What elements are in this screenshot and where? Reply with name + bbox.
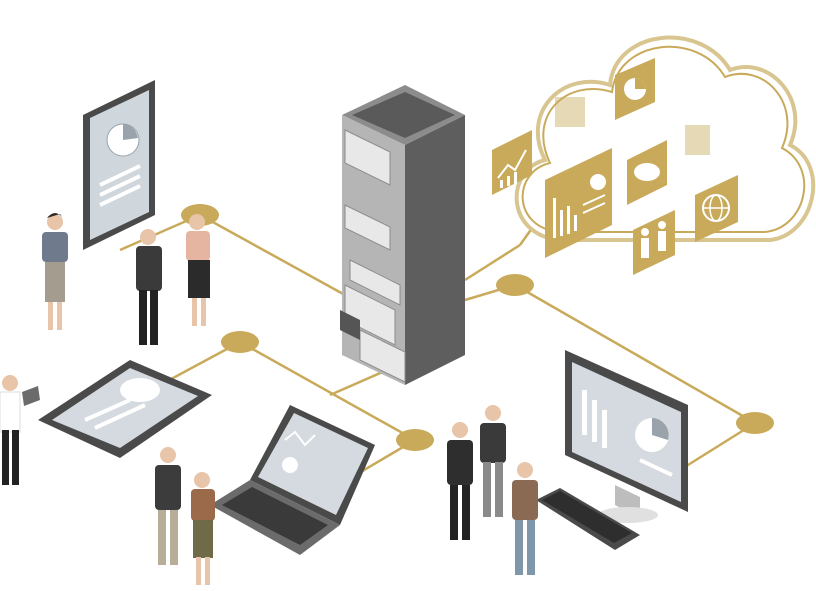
person-man-grey-suit [480, 405, 506, 517]
report-dashboard-icon [545, 148, 612, 258]
desktop-monitor [565, 350, 688, 523]
person-woman-presenting [42, 213, 68, 330]
pie-chart-icon [615, 58, 655, 120]
people-icon [633, 210, 675, 275]
piggy-bank-icon [627, 140, 667, 205]
connection-lines [119, 209, 756, 492]
flat-tablet [38, 360, 212, 458]
person-woman-phone [186, 214, 210, 326]
person-man-brown-jacket [512, 462, 538, 575]
person-man-dark-suit [136, 229, 162, 345]
globe-icon [695, 175, 738, 242]
standing-tablet [83, 80, 155, 250]
laptop [210, 405, 375, 591]
keyboard [536, 488, 640, 550]
person-woman-laptop [191, 472, 215, 585]
person-man-black-suit [447, 422, 473, 540]
person-man-laptop-viewer [155, 447, 181, 565]
line-chart-icon [492, 130, 532, 195]
server-tower [340, 85, 465, 385]
person-man-left-edge [0, 375, 40, 485]
